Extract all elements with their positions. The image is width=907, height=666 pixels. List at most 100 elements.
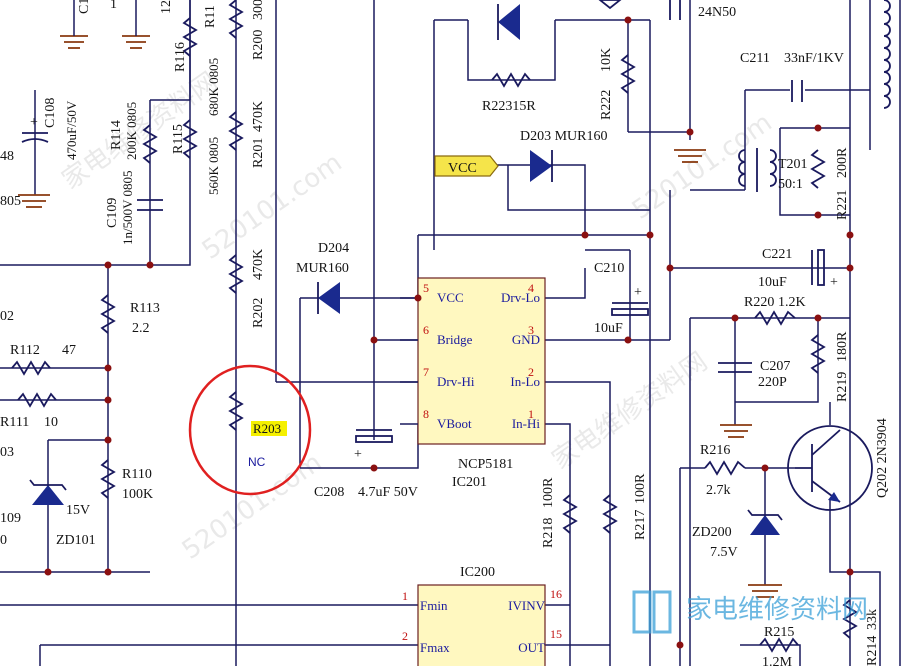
ic201-pin-vcc: VCC	[437, 290, 464, 305]
label-c208-value: 4.7uF 50V	[358, 485, 418, 500]
label-r114-value: 200K 0805	[124, 102, 139, 160]
ground-symbols	[18, 0, 782, 598]
ic200-pin-number: 1	[402, 589, 408, 603]
label-r215-value: 1.2M	[762, 655, 793, 666]
ic200-pin-ivinv: IVINV	[508, 598, 545, 613]
label-r115: R115	[171, 124, 186, 154]
label-r110: R110	[122, 467, 152, 482]
label-r218: R218	[541, 518, 556, 548]
label-r221-value: 200R	[835, 147, 850, 178]
site-logo: 家电维修资料网	[632, 590, 868, 634]
junction-dots	[44, 16, 854, 649]
label-t201-value: 50:1	[778, 177, 803, 192]
resistor-r202	[228, 254, 244, 294]
label-r116-value: 680K 0805	[206, 58, 221, 116]
label-r111: R111	[0, 415, 29, 430]
label-c221: C221	[762, 247, 792, 262]
transformer-t201	[738, 0, 891, 192]
resistor-r214	[842, 599, 858, 639]
ic200-chip: IC200 1 Fmin 2 Fmax 16 IVINV 15 OUT	[402, 565, 562, 666]
label-r214-value: 33k	[865, 609, 880, 630]
polarity-plus: +	[30, 115, 38, 130]
resistor-r114	[142, 124, 158, 164]
ic201-pin-number: 4	[528, 281, 534, 295]
ic200-pin-number: 16	[550, 587, 562, 601]
ic201-pin-number: 1	[528, 407, 534, 421]
capacitor-c211	[791, 80, 803, 102]
ground-icon	[18, 194, 50, 208]
ic201-pin-number: 6	[423, 323, 429, 337]
ground-icon	[122, 35, 150, 49]
label-r218-value: 100R	[541, 477, 556, 508]
polarity-plus: +	[830, 275, 838, 290]
label-left-03: 03	[0, 445, 14, 460]
label-c211-value: 33nF/1KV	[784, 51, 844, 66]
zener-zd200	[747, 509, 783, 535]
ic200-pin-out: OUT	[518, 640, 545, 655]
ic201-pin-bridge: Bridge	[437, 332, 473, 347]
label-top-1: 1	[110, 0, 117, 12]
ground-icon	[674, 149, 706, 163]
label-r220: R220	[744, 295, 774, 310]
ground-icon	[720, 424, 752, 438]
watermark-text: 家电维修资料网	[57, 67, 223, 196]
label-zd101-value: 15V	[66, 503, 90, 518]
diode-d203	[530, 150, 553, 182]
label-c211: C211	[740, 51, 770, 66]
label-r112: R112	[10, 343, 40, 358]
diode-d204	[317, 282, 340, 314]
label-r221: R221	[835, 190, 850, 220]
label-r113: R113	[130, 301, 160, 316]
label-left-109: 109	[0, 511, 21, 526]
resistor-r112	[11, 360, 51, 376]
zener-zd101	[29, 479, 67, 505]
ic201-pin-number: 2	[528, 365, 534, 379]
resistor-r222	[620, 54, 636, 94]
vcc-net-label: VCC	[434, 155, 499, 177]
ic201-pin-in-lo: In-Lo	[510, 374, 540, 389]
logo-text: 家电维修资料网	[686, 595, 868, 625]
label-c221-value: 10uF	[758, 275, 787, 290]
label-left-02: 02	[0, 309, 14, 324]
resistor-r215	[759, 637, 799, 653]
label-top-r11: R11	[203, 5, 218, 28]
label-q-part: 24N50	[698, 5, 736, 20]
label-top-12: 12	[159, 0, 174, 14]
ic201-pin-gnd: GND	[512, 332, 540, 347]
ground-icon	[748, 584, 782, 598]
resistor-r223	[491, 72, 531, 88]
label-c108: C108	[43, 98, 58, 128]
resistor-r221	[810, 149, 826, 189]
label-r201-value: 470K	[251, 101, 266, 132]
label-r220-value: 1.2K	[778, 295, 806, 310]
label-r215: R215	[764, 625, 794, 640]
resistor-r113	[100, 294, 116, 334]
label-r111-value: 10	[44, 415, 58, 430]
label-r116: R116	[173, 42, 188, 72]
label-c109-value: 1n/500V 0805	[120, 170, 135, 245]
label-r222: R222	[599, 90, 614, 120]
label-r115-value: 560K 0805	[206, 137, 221, 195]
resistor-r217	[602, 494, 618, 534]
ic200-pin-number: 15	[550, 627, 562, 641]
label-left-0: 0	[0, 533, 7, 548]
resistor-r110	[100, 459, 116, 499]
ic201-pin-drv-hi: Drv-Hi	[437, 374, 475, 389]
polarity-plus: +	[634, 285, 642, 300]
ground-icon	[60, 35, 88, 49]
diode-top	[497, 4, 520, 40]
label-r219: R219	[835, 372, 850, 402]
ic201-reference: IC201	[452, 475, 487, 490]
diode-symbols	[29, 4, 783, 535]
label-r202-value: 470K	[251, 249, 266, 280]
label-top-c1: C1	[77, 0, 92, 14]
resistor-r116	[182, 17, 198, 57]
ic201-pin-drv-lo: Drv-Lo	[501, 290, 540, 305]
mosfet-top	[598, 0, 681, 20]
resistor-r216	[704, 460, 746, 476]
label-r110-value: 100K	[122, 487, 153, 502]
label-r214: R214	[865, 636, 880, 666]
label-zd200: ZD200	[692, 525, 732, 540]
label-left-805: 805	[0, 194, 21, 209]
